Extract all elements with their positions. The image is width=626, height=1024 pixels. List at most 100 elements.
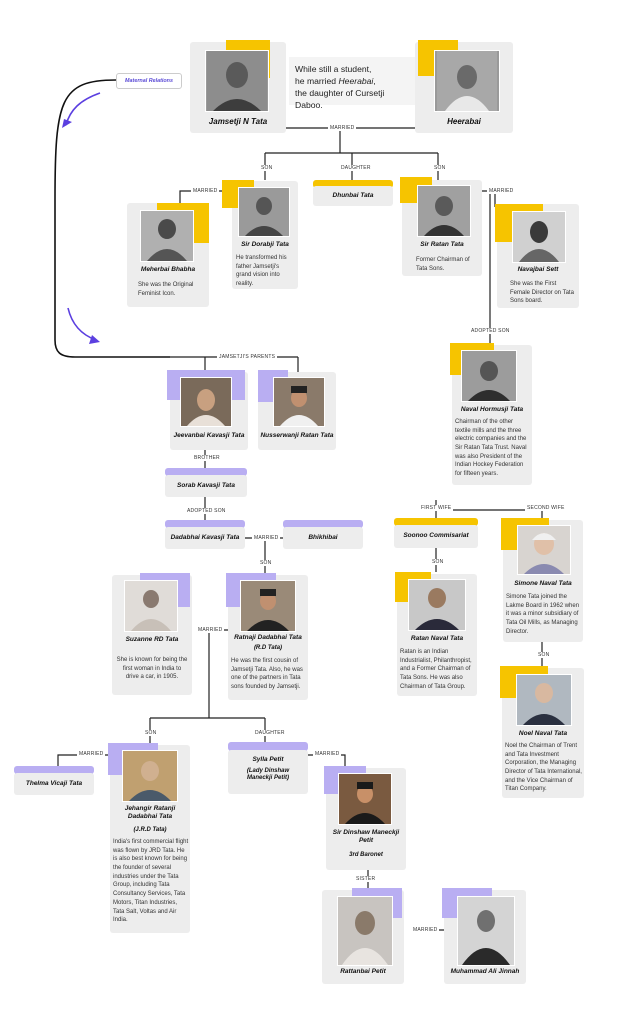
ratan-name: Sir Ratan Tata: [420, 241, 464, 248]
married-label: MARRIED: [196, 627, 225, 633]
ratnaji-name: Ratnaji Dadabhai Tata: [234, 634, 302, 641]
rattanbai-photo: [337, 896, 393, 966]
jrd-name: Jehangir Ratanji Dadabhai Tata: [124, 805, 176, 820]
adopted-son-label: ADOPTED SON: [469, 328, 512, 334]
dorabji-desc: He transformed his father Jamsetji's gra…: [236, 255, 287, 288]
ratan-naval-photo: [408, 579, 466, 631]
jamsetji-name: Jamsetji N Tata: [208, 117, 268, 126]
naval-desc: Chairman of the other textile mills and …: [455, 419, 527, 478]
brother-label: BROTHER: [192, 455, 222, 461]
heerabai-photo: [434, 50, 500, 112]
noel-name: Noel Naval Tata: [518, 730, 568, 737]
ratan-naval-name: Ratan Naval Tata: [410, 635, 464, 642]
ratnaji-photo: [240, 580, 296, 632]
navajbai-photo: [512, 211, 566, 263]
navajbai-desc: She was the First Female Director on Tat…: [510, 281, 574, 305]
jeevanbai-name: Jeevanbai Kavasji Tata: [173, 432, 245, 439]
first-wife-label: FIRST WIFE: [419, 505, 454, 511]
bhikhibai-accent: [283, 520, 363, 528]
son-label: SON: [259, 165, 275, 171]
dadabhai-card: [165, 527, 245, 549]
noel-photo: [516, 674, 572, 726]
thelma-card: [14, 773, 94, 795]
daughter-label: DAUGHTER: [253, 730, 287, 736]
sorab-name: Sorab Kavasji Tata: [177, 482, 235, 489]
suzanne-desc: She is known for being the first woman i…: [116, 657, 188, 681]
married-label: MARRIED: [77, 751, 106, 757]
meherbai-desc: She was the Original Feminist Icon.: [138, 282, 194, 297]
son-label: SON: [258, 560, 274, 566]
dhunbai-card: [313, 186, 393, 206]
quote-line-3: the daughter of Cursetji Daboo.: [295, 88, 385, 111]
sorab-card: [165, 475, 247, 497]
soonoo-card: [394, 525, 478, 548]
ratan-naval-desc: Ratan is an Indian Industrialist, Philan…: [400, 649, 472, 690]
bhikhibai-card: [283, 527, 363, 549]
nusserwanji-name: Nusserwanji Ratan Tata: [260, 432, 334, 439]
quote-line-1: While still a student,: [295, 64, 372, 74]
adopted-son-label: ADOPTED SON: [185, 508, 228, 514]
noel-desc: Noel the Chairman of Trent and Tata Inve…: [505, 743, 582, 793]
married-label: MARRIED: [328, 125, 357, 131]
thelma-accent: [14, 766, 94, 774]
married-label: MARRIED: [411, 927, 440, 933]
meherbai-photo: [140, 210, 194, 262]
heerabai-name: Heerabai: [447, 117, 481, 126]
quote-comma: ,: [373, 76, 376, 87]
ratan-desc: Former Chairman of Tata Sons.: [416, 257, 470, 272]
bhikhibai-name: Bhikhibai: [308, 534, 338, 541]
dorabji-name: Sir Dorabji Tata: [241, 241, 289, 248]
jeevanbai-photo: [180, 377, 232, 427]
second-wife-label: SECOND WIFE: [525, 505, 567, 511]
quote-line-2: he married: [295, 76, 339, 87]
son-label: SON: [432, 165, 448, 171]
thelma-name: Thelma Vicaji Tata: [25, 780, 83, 787]
simone-photo: [517, 525, 571, 575]
simone-name: Simone Naval Tata: [514, 580, 572, 587]
suzanne-name: Suzanne RD Tata: [125, 636, 179, 643]
sylla-card: [228, 750, 308, 794]
dhunbai-accent: [313, 180, 393, 188]
dorabji-photo: [238, 187, 290, 237]
son-label: SON: [430, 559, 446, 565]
married-label: MARRIED: [313, 751, 342, 757]
married-label: MARRIED: [487, 188, 516, 194]
ratnaji-sub: (R.D Tata): [253, 645, 283, 651]
dadabhai-name: Dadabhai Kavasji Tata: [170, 534, 240, 541]
sylla-accent: [228, 742, 308, 751]
son-label: SON: [536, 652, 552, 658]
quote-heerabai: Heerabai: [338, 76, 374, 87]
daughter-label: DAUGHTER: [339, 165, 373, 171]
jinnah-photo: [457, 896, 515, 966]
nusserwanji-photo: [273, 377, 325, 427]
jrd-sub: (J.R.D Tata): [133, 827, 167, 833]
maternal-relations-label: Maternal Relations: [116, 73, 182, 89]
suzanne-photo: [124, 580, 178, 632]
ratan-photo: [417, 185, 471, 237]
meherbai-name: Meherbai Bhabha: [140, 266, 196, 273]
dadabhai-accent: [165, 520, 245, 528]
dinshaw-name: Sir Dinshaw Maneckji Petit: [332, 829, 400, 844]
jamsetji-photo: [205, 50, 269, 112]
jrd-photo: [122, 750, 178, 802]
jamsetji-parents-label: JAMSETJI'S PARENTS: [217, 354, 278, 360]
sorab-accent: [165, 468, 247, 476]
son-label: SON: [143, 730, 159, 736]
rattanbai-name: Rattanbai Petit: [340, 968, 386, 975]
navajbai-name: Navajbai Sett: [517, 266, 559, 273]
ratnaji-desc: He was the first cousin of Jamsetji Tata…: [231, 658, 303, 691]
soonoo-name: Soonoo Commisariat: [403, 532, 469, 539]
sylla-name: Sylla Petit: [252, 756, 284, 763]
dinshaw-photo: [338, 773, 392, 825]
marriage-quote: While still a student, he married Heerab…: [289, 57, 415, 110]
dinshaw-sub: 3rd Baronet: [349, 852, 383, 858]
jinnah-name: Muhammad Ali Jinnah: [450, 968, 520, 975]
married-label: MARRIED: [252, 535, 281, 541]
sister-label: SISTER: [354, 876, 378, 882]
soonoo-accent: [394, 518, 478, 526]
naval-photo: [461, 350, 517, 402]
dhunbai-name: Dhunbai Tata: [332, 192, 374, 199]
naval-name: Naval Hormusji Tata: [460, 406, 524, 413]
jrd-desc: India's first commercial flight was flow…: [113, 839, 189, 924]
